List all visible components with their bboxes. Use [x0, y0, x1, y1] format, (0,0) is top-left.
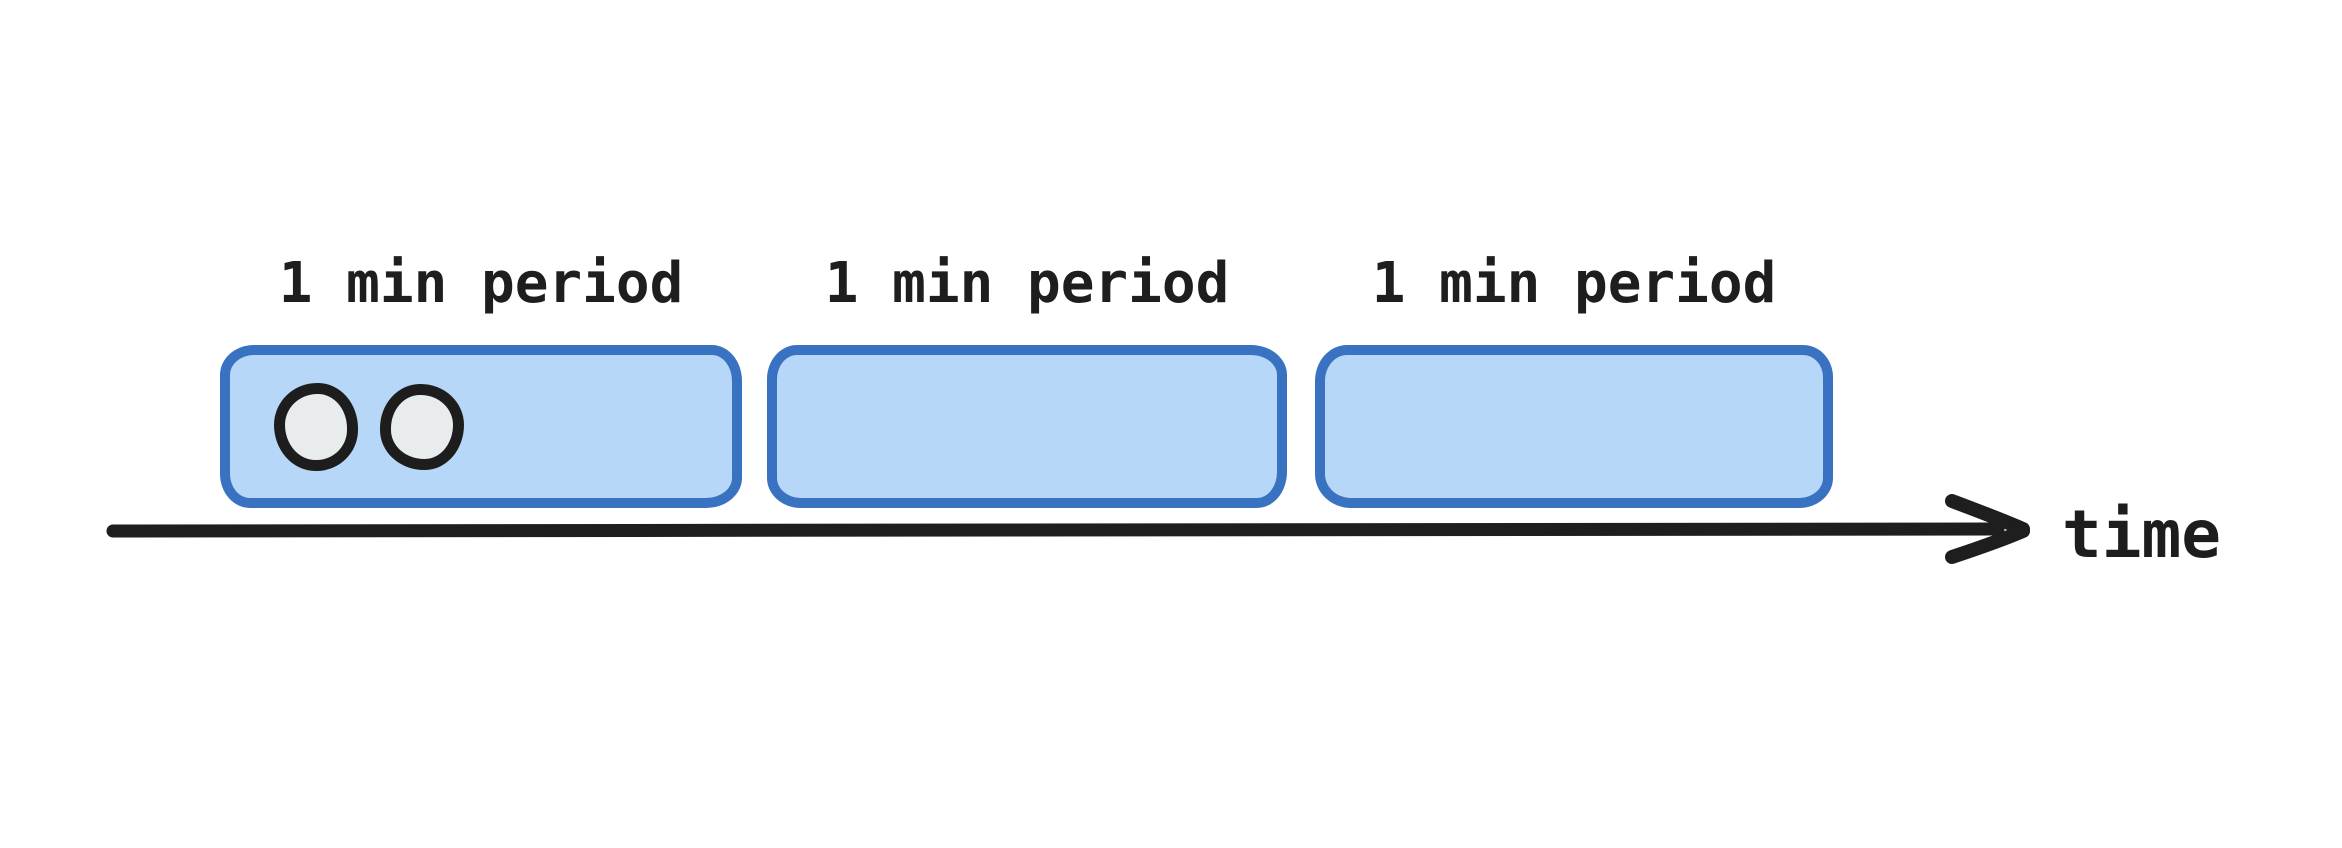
time-axis-label: time — [2062, 496, 2221, 573]
period-label-3: 1 min period — [1371, 251, 1777, 316]
period-label-2: 1 min period — [824, 251, 1230, 316]
period-box-3 — [1315, 345, 1833, 508]
period-box-2 — [767, 345, 1287, 508]
arrowhead-lower-barb — [1945, 524, 2030, 564]
request-dot — [274, 382, 358, 471]
arrowhead-upper-barb — [1945, 494, 2030, 536]
period-box-1 — [220, 345, 742, 508]
period-label-1: 1 min period — [278, 251, 684, 316]
request-dot — [380, 383, 464, 470]
time-axis-line — [106, 522, 2005, 538]
